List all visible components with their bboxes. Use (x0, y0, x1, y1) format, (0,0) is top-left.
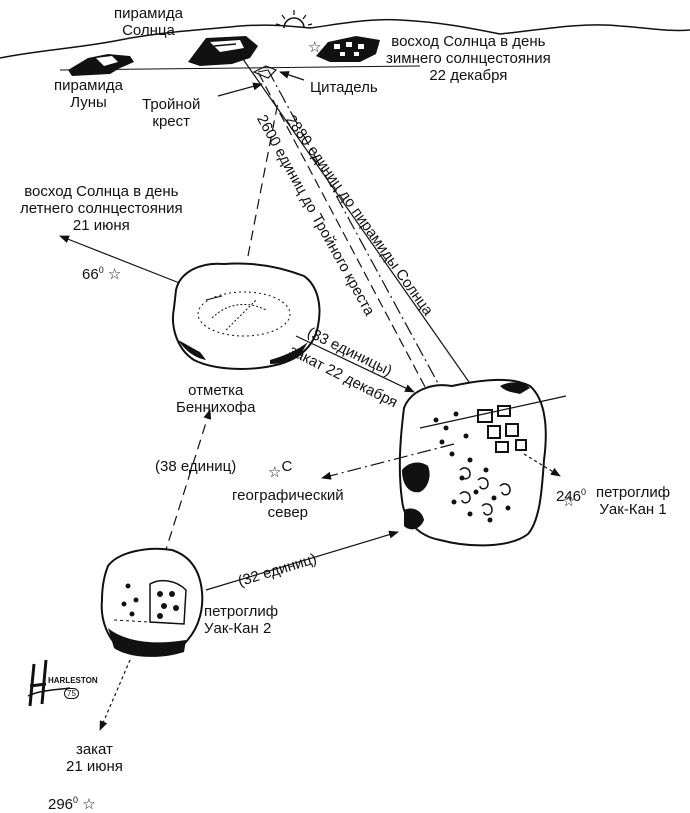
sun-pyramid-drawing (188, 36, 258, 66)
label-citadel: Цитадель (310, 79, 378, 96)
label-summer-sunrise-angle: 660 ☆ (82, 262, 121, 283)
label-north-marker: ☆С (268, 458, 292, 481)
star-icon: ☆ (268, 464, 281, 481)
star-icon: ☆ (308, 40, 321, 55)
label-winter-sunrise: восход Солнца в день зимнего солнцестоян… (386, 33, 551, 84)
star-icon: ☆ (104, 266, 122, 283)
arrow-triple-cross (218, 84, 262, 96)
label-sunset-june-angle: 2960 ☆ (48, 792, 96, 813)
star-icon: ☆ (562, 494, 575, 509)
signature-text: HARLESTON (48, 676, 98, 685)
moon-pyramid-drawing (68, 54, 134, 76)
label-summer-sunrise: восход Солнца в день летнего солнцестоян… (20, 183, 183, 234)
line-38-units (164, 410, 210, 556)
label-moon-pyramid: пирамида Луны (54, 77, 123, 111)
arrow-sunset-june (100, 660, 130, 730)
arrow-citadel (280, 72, 304, 80)
label-uak-kan-2: петроглиф Уак-Кан 2 (204, 603, 278, 637)
label-uak-kan-1: петроглиф Уак-Кан 1 (596, 484, 670, 518)
label-triple-cross: Тройной крест (142, 96, 200, 130)
label-geo-north: географический север (232, 487, 344, 521)
label-bennyhoff: отметка Беннихофа (176, 382, 256, 416)
citadel-drawing (316, 36, 380, 62)
uak-kan-2-stone (102, 549, 203, 657)
label-sun-pyramid: пирамида Солнца (114, 5, 183, 39)
label-sunset-june: закат 21 июня (66, 741, 123, 775)
signature-year: 75 (64, 688, 79, 699)
label-dist-38: (38 единиц) (155, 458, 236, 475)
star-icon: ☆ (78, 796, 96, 813)
